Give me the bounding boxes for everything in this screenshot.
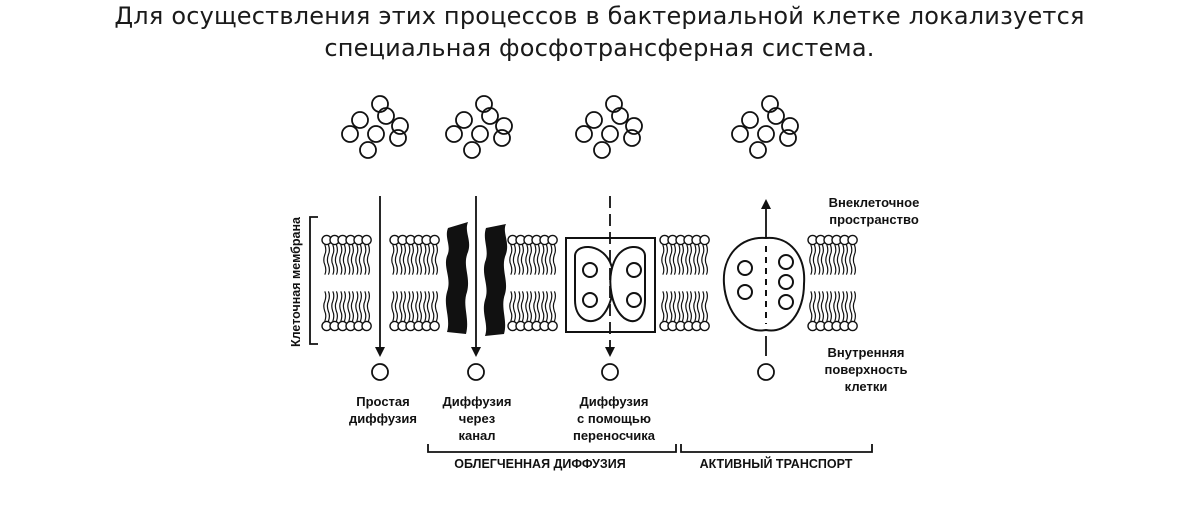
molecule bbox=[593, 141, 611, 159]
channel-diffusion-label-3: канал bbox=[458, 428, 495, 443]
bilayer-segment bbox=[659, 234, 710, 332]
molecule bbox=[741, 111, 759, 129]
molecule bbox=[495, 117, 513, 135]
active-transporter bbox=[722, 236, 806, 332]
simple-diffusion-label-1: Простая bbox=[356, 394, 409, 409]
molecule bbox=[575, 125, 593, 143]
molecule-cluster bbox=[341, 95, 409, 159]
molecule bbox=[757, 125, 775, 143]
molecule bbox=[463, 141, 481, 159]
molecule bbox=[359, 141, 377, 159]
channel-protein bbox=[445, 222, 508, 336]
molecule bbox=[493, 129, 511, 147]
channel-diffusion-label-2: через bbox=[459, 411, 496, 426]
bilayer-segment bbox=[321, 234, 372, 332]
molecule bbox=[767, 107, 785, 125]
molecule bbox=[351, 111, 369, 129]
molecule bbox=[471, 125, 489, 143]
carrier-diffusion-label-2: с помощью bbox=[577, 411, 651, 426]
carrier-protein bbox=[565, 237, 656, 333]
lipid-bilayer bbox=[321, 234, 858, 332]
molecule bbox=[625, 117, 643, 135]
inside-molecules bbox=[371, 363, 775, 381]
molecule bbox=[391, 117, 409, 135]
molecule bbox=[731, 125, 749, 143]
molecule bbox=[601, 125, 619, 143]
outside-label-line-2: пространство bbox=[829, 212, 919, 227]
membrane-bracket bbox=[309, 216, 318, 345]
molecule bbox=[389, 129, 407, 147]
molecule bbox=[367, 125, 385, 143]
molecule-cluster bbox=[575, 95, 643, 159]
bilayer-segment bbox=[807, 234, 858, 332]
inside-label-line-1: Внутренняя bbox=[827, 345, 904, 360]
molecule bbox=[585, 111, 603, 129]
carrier-diffusion-label-1: Диффузия bbox=[580, 394, 649, 409]
molecule bbox=[623, 129, 641, 147]
inside-label-line-2: поверхность bbox=[824, 362, 907, 377]
molecule bbox=[749, 141, 767, 159]
molecule-cluster bbox=[731, 95, 799, 159]
molecule bbox=[341, 125, 359, 143]
facilitated-diffusion-label: ОБЛЕГЧЕННАЯ ДИФФУЗИЯ bbox=[454, 457, 625, 471]
heading-line-2: специальная фосфотрансферная система. bbox=[324, 34, 875, 62]
molecule bbox=[377, 107, 395, 125]
outside-label-line-1: Внеклеточное bbox=[829, 195, 920, 210]
molecule bbox=[779, 129, 797, 147]
molecule-cluster bbox=[445, 95, 513, 159]
membrane-label: Клеточная мембрана bbox=[289, 216, 303, 347]
molecule bbox=[445, 125, 463, 143]
channel-diffusion-label-1: Диффузия bbox=[443, 394, 512, 409]
molecule-clusters bbox=[341, 95, 799, 159]
heading-line-1: Для осуществления этих процессов в бакте… bbox=[114, 2, 1085, 30]
group-brackets bbox=[427, 444, 873, 453]
simple-diffusion-label-2: диффузия bbox=[349, 411, 417, 426]
molecule bbox=[481, 107, 499, 125]
bilayer-segment bbox=[507, 234, 558, 332]
carrier-diffusion-label-3: переносчика bbox=[573, 428, 656, 443]
molecule bbox=[455, 111, 473, 129]
transport-arrows bbox=[375, 196, 771, 357]
bilayer-segment bbox=[389, 234, 440, 332]
active-transport-label: АКТИВНЫЙ ТРАНСПОРТ bbox=[700, 456, 853, 471]
molecule bbox=[781, 117, 799, 135]
molecule bbox=[611, 107, 629, 125]
inside-label-line-3: клетки bbox=[845, 379, 888, 394]
